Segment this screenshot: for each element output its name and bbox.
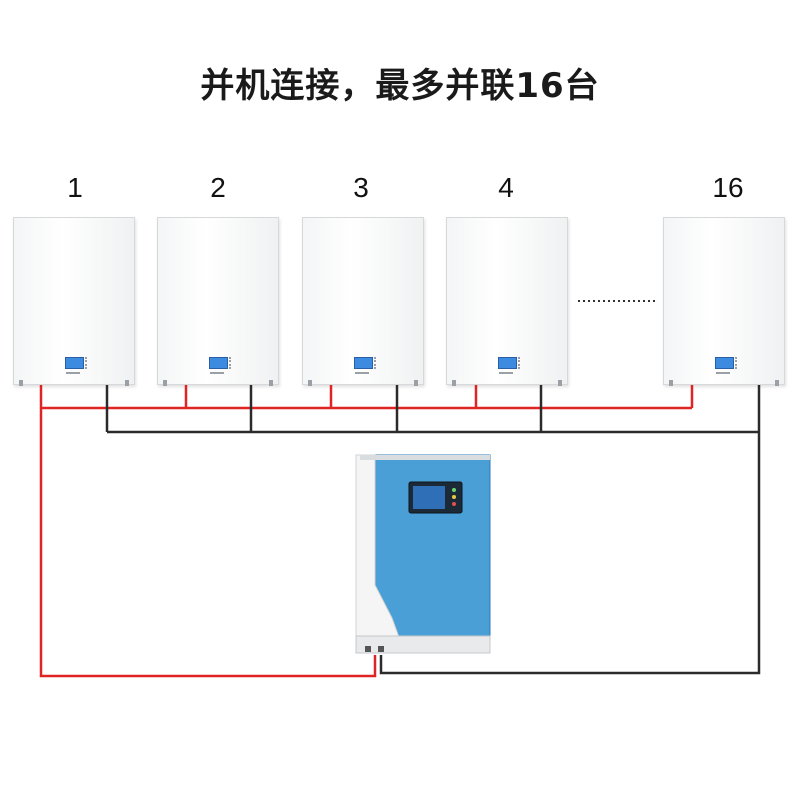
battery-label-4: 4: [498, 172, 514, 203]
battery-lcd-screen: [209, 357, 228, 369]
battery-logo: [499, 372, 513, 374]
battery-unit-4: [446, 217, 568, 386]
battery-foot: [308, 380, 312, 386]
battery-unit-16: [663, 217, 785, 386]
positive-wire-to-inverter: [39, 408, 377, 678]
inverter-terminal: [378, 646, 384, 652]
battery-indicator-leds: [229, 357, 237, 369]
battery-indicator-leds: [518, 357, 526, 369]
battery-indicator-leds: [85, 357, 93, 369]
battery-lcd-screen: [498, 357, 517, 369]
battery-label-16: 16: [712, 172, 744, 203]
inverter-status-led: [452, 495, 456, 499]
battery-lcd-screen: [715, 357, 734, 369]
inverter-terminal: [365, 646, 371, 652]
inverter-bottom-base: [355, 635, 491, 654]
inverter-status-led: [452, 502, 456, 506]
battery-foot: [163, 380, 167, 386]
battery-indicator-leds: [374, 357, 382, 369]
negative-wire-group: [105, 385, 761, 675]
battery-logo: [355, 372, 369, 374]
battery-unit-3: [302, 217, 424, 386]
battery-foot: [414, 380, 418, 386]
negative-wire-to-inverter: [379, 432, 761, 675]
battery-foot: [452, 380, 456, 386]
battery-logo: [66, 372, 80, 374]
battery-lcd-screen: [65, 357, 84, 369]
battery-foot: [19, 380, 23, 386]
battery-logo: [716, 372, 730, 374]
hybrid-inverter: [355, 454, 491, 654]
battery-lcd-screen: [354, 357, 373, 369]
battery-foot: [125, 380, 129, 386]
battery-indicator-leds: [735, 357, 743, 369]
inverter-top-edge: [360, 455, 490, 460]
battery-unit-1: [13, 217, 135, 386]
battery-foot: [269, 380, 273, 386]
battery-label-3: 3: [353, 172, 369, 203]
battery-foot: [775, 380, 779, 386]
inverter-status-led: [452, 488, 456, 492]
battery-foot: [669, 380, 673, 386]
diagram-title: 并机连接，最多并联16台: [200, 66, 600, 106]
battery-logo: [210, 372, 224, 374]
positive-wire-group: [39, 385, 694, 678]
battery-label-2: 2: [210, 172, 226, 203]
inverter-lcd-screen: [413, 486, 445, 509]
battery-unit-2: [157, 217, 279, 386]
battery-label-1: 1: [67, 172, 83, 203]
battery-foot: [558, 380, 562, 386]
